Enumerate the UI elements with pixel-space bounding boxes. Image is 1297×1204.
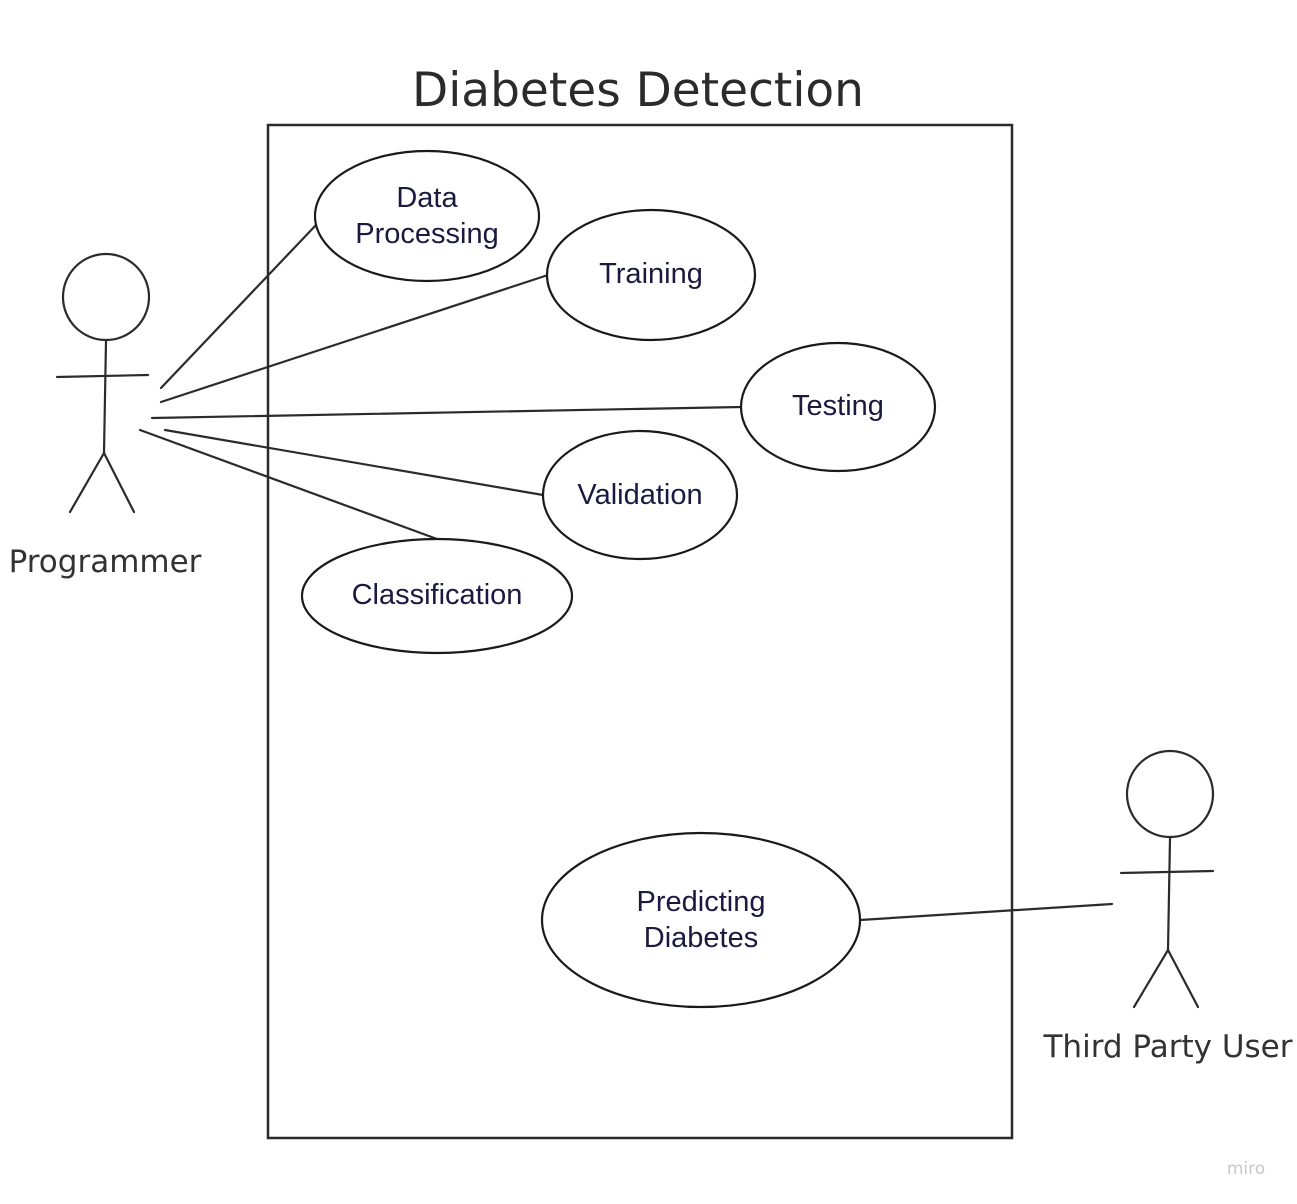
use-case-predicting-diabetes-label-line1: Predicting (637, 886, 766, 918)
miro-watermark: miro (1227, 1159, 1265, 1179)
use-case-data-processing-label-line1: Data (396, 182, 458, 214)
association-programmer-classification (138, 428, 439, 541)
use-case-predicting-diabetes-label-line2: Diabetes (644, 922, 758, 954)
actor-programmer-label: Programmer (9, 544, 202, 580)
association-programmer-testing (150, 405, 743, 420)
use-case-validation-label: Validation (577, 479, 702, 511)
use-case-data-processing: Data Processing (313, 149, 541, 283)
use-case-training: Training (545, 208, 757, 342)
association-programmer-data-processing (159, 223, 318, 390)
use-case-training-label: Training (599, 258, 703, 290)
association-programmer-training (159, 273, 550, 404)
use-case-predicting-diabetes: Predicting Diabetes (540, 831, 862, 1009)
actor-programmer: Programmer (9, 252, 202, 580)
stick-figure-icon (1119, 749, 1215, 1009)
stick-figure-icon (55, 252, 151, 514)
actor-third-party-user-label: Third Party User (1043, 1029, 1293, 1065)
use-case-testing-label: Testing (792, 390, 884, 422)
associations (138, 223, 1114, 922)
diagram-title: Diabetes Detection (412, 63, 864, 118)
association-programmer-validation (163, 428, 545, 497)
actor-third-party-user: Third Party User (1043, 749, 1293, 1065)
use-case-classification-label: Classification (352, 579, 523, 611)
use-case-testing: Testing (739, 341, 937, 473)
association-third-party-user-predicting-diabetes (858, 902, 1114, 922)
use-case-classification: Classification (300, 537, 574, 655)
use-case-validation: Validation (541, 429, 739, 561)
use-case-data-processing-label-line2: Processing (355, 218, 498, 250)
